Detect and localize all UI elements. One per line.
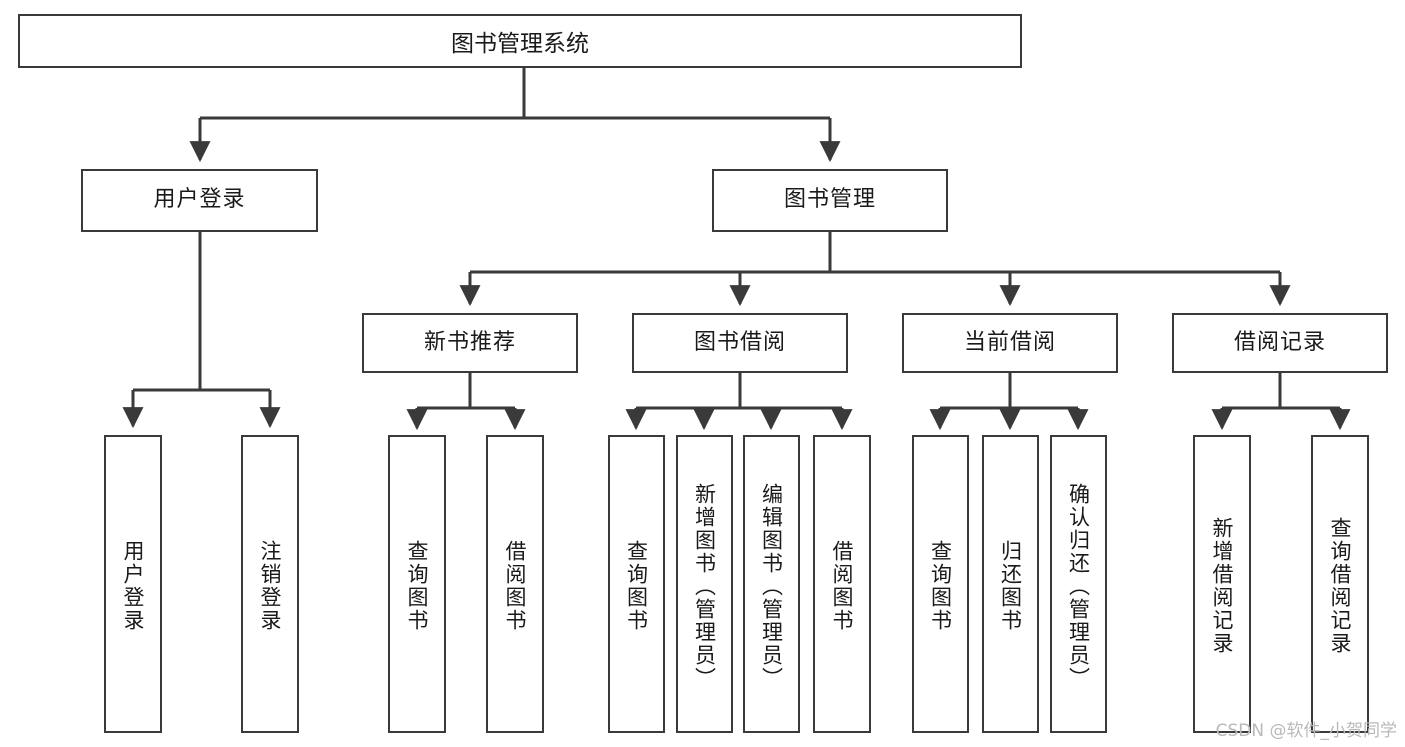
leaf-book-borrow-add[interactable]: 新增图书（管理员） xyxy=(676,435,733,733)
node-borrow-record[interactable]: 借阅记录 xyxy=(1172,313,1388,373)
node-current-borrow[interactable]: 当前借阅 xyxy=(902,313,1118,373)
leaf-borrow-record-add[interactable]: 新增借阅记录 xyxy=(1193,435,1251,733)
leaf-new-book-borrow[interactable]: 借阅图书 xyxy=(486,435,544,733)
leaf-label: 用户登录 xyxy=(121,540,146,632)
leaf-current-borrow-query[interactable]: 查询图书 xyxy=(912,435,969,733)
node-label: 图书管理 xyxy=(783,187,876,213)
leaf-label-wrap: 新增图书（管理员） xyxy=(678,441,731,731)
node-label: 新书推荐 xyxy=(423,329,516,355)
node-book-management[interactable]: 图书管理 xyxy=(712,169,948,232)
node-label: 图书借阅 xyxy=(693,329,786,355)
leaf-label-wrap: 确认归还（管理员） xyxy=(1052,441,1105,731)
node-label: 当前借阅 xyxy=(963,329,1056,355)
leaf-label: 查询图书 xyxy=(928,540,953,632)
leaf-label-wrap: 借阅图书 xyxy=(815,441,869,731)
leaf-label-wrap: 归还图书 xyxy=(984,441,1037,731)
leaf-current-borrow-confirm[interactable]: 确认归还（管理员） xyxy=(1050,435,1107,733)
leaf-label: 查询借阅记录 xyxy=(1328,517,1353,655)
leaf-label-wrap: 注销登录 xyxy=(243,441,297,731)
leaf-label-wrap: 用户登录 xyxy=(106,441,160,731)
node-label: 图书管理系统 xyxy=(451,31,589,57)
node-new-book-recommend[interactable]: 新书推荐 xyxy=(362,313,578,373)
leaf-label: 编辑图书（管理员） xyxy=(759,482,784,690)
leaf-label: 确认归还（管理员） xyxy=(1066,482,1091,690)
leaf-label-wrap: 查询图书 xyxy=(390,441,444,731)
leaf-label-wrap: 新增借阅记录 xyxy=(1195,441,1249,731)
leaf-label-wrap: 借阅图书 xyxy=(488,441,542,731)
leaf-label: 借阅图书 xyxy=(503,540,528,632)
leaf-label: 注销登录 xyxy=(258,540,283,632)
node-root-system[interactable]: 图书管理系统 xyxy=(18,14,1022,68)
leaf-label: 查询图书 xyxy=(405,540,430,632)
watermark-text: CSDN @软件_小贺同学 xyxy=(1215,721,1397,741)
node-label: 用户登录 xyxy=(153,187,246,213)
node-label: 借阅记录 xyxy=(1233,329,1326,355)
leaf-label-wrap: 查询图书 xyxy=(914,441,967,731)
leaf-user-login-logout[interactable]: 注销登录 xyxy=(241,435,299,733)
leaf-label-wrap: 编辑图书（管理员） xyxy=(745,441,798,731)
node-user-login[interactable]: 用户登录 xyxy=(81,169,318,232)
leaf-label: 查询图书 xyxy=(624,540,649,632)
leaf-book-borrow-query[interactable]: 查询图书 xyxy=(608,435,665,733)
leaf-label-wrap: 查询图书 xyxy=(610,441,663,731)
leaf-borrow-record-query[interactable]: 查询借阅记录 xyxy=(1311,435,1369,733)
leaf-label: 归还图书 xyxy=(998,540,1023,632)
leaf-label: 新增借阅记录 xyxy=(1210,517,1235,655)
leaf-new-book-query[interactable]: 查询图书 xyxy=(388,435,446,733)
leaf-label-wrap: 查询借阅记录 xyxy=(1313,441,1367,731)
leaf-current-borrow-return[interactable]: 归还图书 xyxy=(982,435,1039,733)
leaf-label: 新增图书（管理员） xyxy=(692,482,717,690)
leaf-book-borrow-borrow[interactable]: 借阅图书 xyxy=(813,435,871,733)
node-book-borrow[interactable]: 图书借阅 xyxy=(632,313,848,373)
leaf-label: 借阅图书 xyxy=(830,540,855,632)
leaf-user-login-login[interactable]: 用户登录 xyxy=(104,435,162,733)
leaf-book-borrow-edit[interactable]: 编辑图书（管理员） xyxy=(743,435,800,733)
